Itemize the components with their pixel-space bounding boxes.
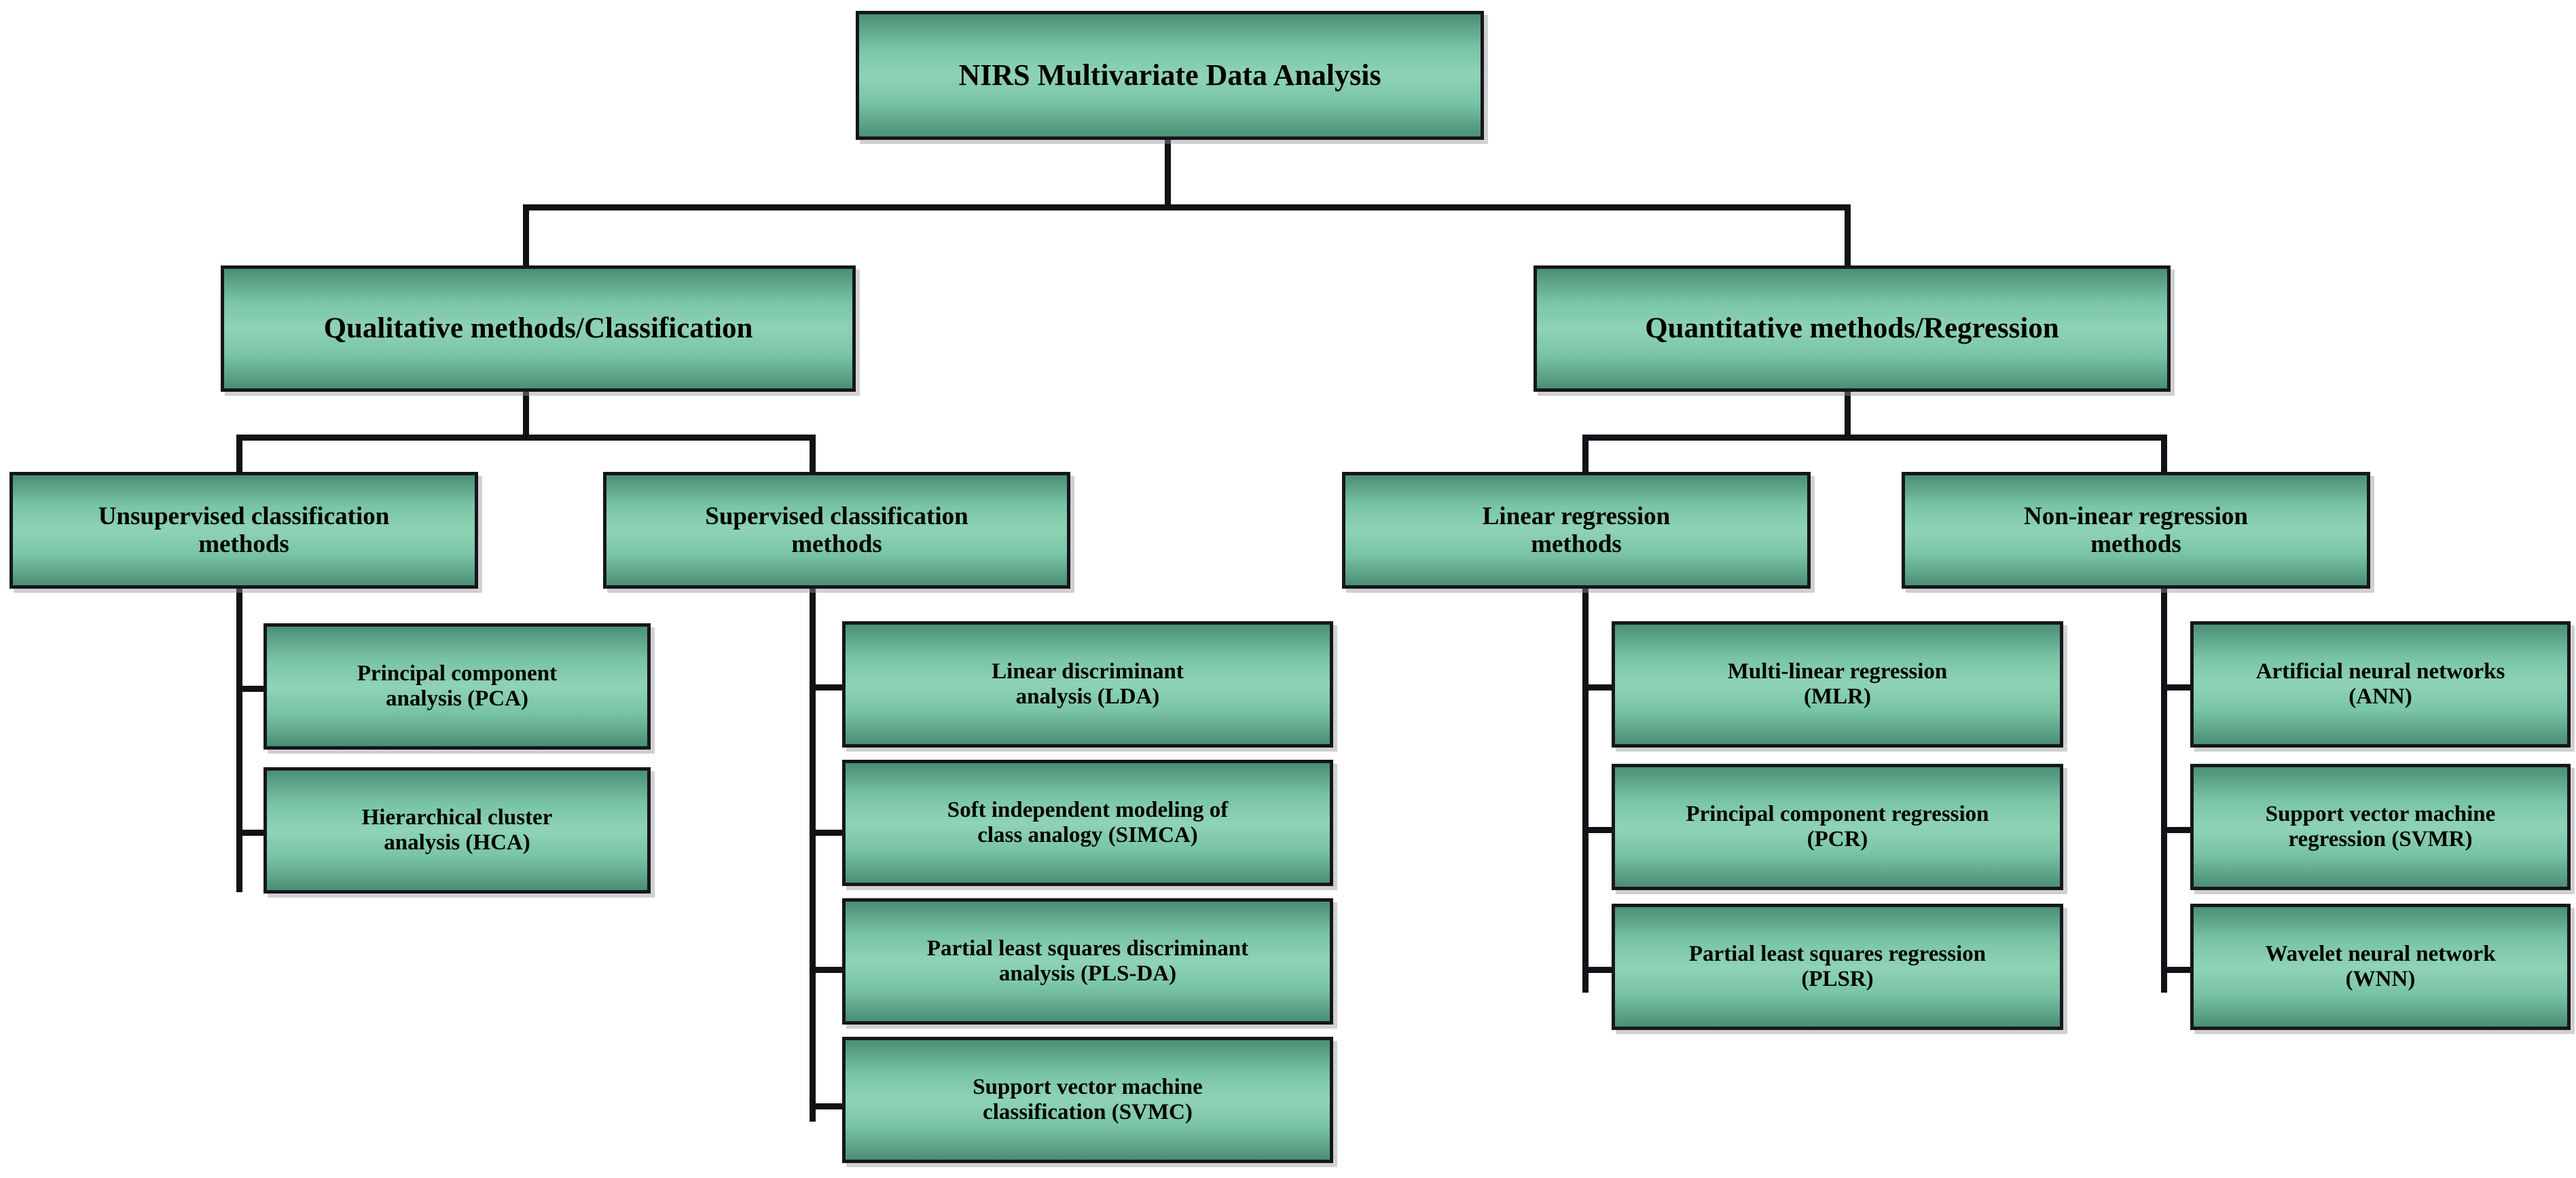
connector-sup-trunk bbox=[810, 585, 816, 1122]
connector-lin-stub-2 bbox=[1582, 827, 1613, 833]
connector-root-to-quant bbox=[1845, 204, 1851, 269]
node-supervised-line2: methods bbox=[791, 530, 882, 558]
leaf-hca-line1: Hierarchical cluster bbox=[361, 805, 553, 830]
leaf-svmr[interactable]: Support vector machine regression (SVMR) bbox=[2190, 764, 2571, 890]
leaf-hca-line2: analysis (HCA) bbox=[384, 830, 530, 855]
node-nonlinear-line2: methods bbox=[2090, 530, 2181, 558]
leaf-mlr-line2: (MLR) bbox=[1804, 684, 1871, 709]
leaf-ann-line2: (ANN) bbox=[2348, 684, 2412, 709]
leaf-lda-line2: analysis (LDA) bbox=[1015, 684, 1160, 709]
node-quantitative-methods[interactable]: Quantitative methods/Regression bbox=[1534, 265, 2171, 392]
leaf-svmc[interactable]: Support vector machine classification (S… bbox=[842, 1037, 1333, 1163]
connector-root-stem bbox=[1165, 139, 1171, 210]
node-qualitative-methods[interactable]: Qualitative methods/Classification bbox=[221, 265, 856, 392]
leaf-simca-line1: Soft independent modeling of bbox=[947, 798, 1229, 823]
connector-root-bus bbox=[523, 204, 1851, 210]
connector-qual-stem bbox=[523, 389, 529, 440]
leaf-svmc-line1: Support vector machine bbox=[973, 1075, 1203, 1100]
node-supervised-line1: Supervised classification bbox=[705, 502, 968, 530]
leaf-pcr-line1: Principal component regression bbox=[1686, 802, 1989, 827]
connector-lin-stub-3 bbox=[1582, 967, 1613, 973]
leaf-simca-line2: class analogy (SIMCA) bbox=[977, 823, 1198, 847]
connector-sup-stub-2 bbox=[810, 830, 843, 836]
leaf-lda-line1: Linear discriminant bbox=[992, 659, 1184, 684]
connector-sup-stub-4 bbox=[810, 1103, 843, 1109]
leaf-plsda-line2: analysis (PLS-DA) bbox=[998, 961, 1177, 986]
connector-qual-bus bbox=[236, 435, 816, 441]
node-unsupervised-line2: methods bbox=[198, 530, 289, 558]
connector-quant-bus bbox=[1582, 435, 2167, 441]
node-unsupervised-line1: Unsupervised classification bbox=[98, 502, 390, 530]
node-linear-regression[interactable]: Linear regression methods bbox=[1342, 472, 1811, 589]
node-supervised-classification[interactable]: Supervised classification methods bbox=[603, 472, 1070, 589]
leaf-svmr-line1: Support vector machine bbox=[2265, 802, 2496, 827]
node-root[interactable]: NIRS Multivariate Data Analysis bbox=[856, 11, 1484, 140]
connector-nlin-stub-2 bbox=[2161, 827, 2192, 833]
leaf-lda[interactable]: Linear discriminant analysis (LDA) bbox=[842, 621, 1333, 748]
connector-unsup-trunk bbox=[236, 585, 242, 892]
leaf-plsr[interactable]: Partial least squares regression (PLSR) bbox=[1612, 904, 2063, 1030]
connector-lin-trunk bbox=[1582, 585, 1589, 993]
leaf-pcr[interactable]: Principal component regression (PCR) bbox=[1612, 764, 2063, 890]
leaf-plsda-line1: Partial least squares discriminant bbox=[926, 936, 1249, 961]
leaf-wnn[interactable]: Wavelet neural network (WNN) bbox=[2190, 904, 2571, 1030]
leaf-hca[interactable]: Hierarchical cluster analysis (HCA) bbox=[264, 767, 651, 894]
node-root-label: NIRS Multivariate Data Analysis bbox=[958, 58, 1381, 92]
connector-quant-to-lin bbox=[1582, 435, 1589, 475]
connector-unsup-stub-1 bbox=[236, 686, 267, 692]
leaf-svmr-line2: regression (SVMR) bbox=[2288, 827, 2473, 851]
leaf-pca[interactable]: Principal component analysis (PCA) bbox=[264, 623, 651, 750]
connector-quant-to-nlin bbox=[2161, 435, 2167, 475]
leaf-pca-line1: Principal component bbox=[357, 661, 558, 686]
connector-qual-to-sup bbox=[810, 435, 816, 475]
connector-sup-stub-3 bbox=[810, 967, 843, 973]
leaf-plsr-line1: Partial least squares regression bbox=[1688, 942, 1987, 967]
node-quantitative-label: Quantitative methods/Regression bbox=[1645, 312, 2059, 344]
node-qualitative-label: Qualitative methods/Classification bbox=[323, 312, 753, 344]
node-unsupervised-classification[interactable]: Unsupervised classification methods bbox=[10, 472, 478, 589]
leaf-pcr-line2: (PCR) bbox=[1807, 827, 1868, 851]
connector-sup-stub-1 bbox=[810, 684, 843, 691]
leaf-svmc-line2: classification (SVMC) bbox=[983, 1100, 1193, 1124]
connector-unsup-stub-2 bbox=[236, 830, 267, 836]
leaf-plsr-line2: (PLSR) bbox=[1801, 967, 1874, 991]
connector-nlin-trunk bbox=[2161, 585, 2167, 993]
node-nonlinear-line1: Non-inear regression bbox=[2024, 502, 2248, 530]
connector-quant-stem bbox=[1845, 389, 1851, 440]
connector-root-to-qual bbox=[523, 204, 529, 269]
node-linear-line1: Linear regression bbox=[1482, 502, 1671, 530]
connector-nlin-stub-3 bbox=[2161, 967, 2192, 973]
leaf-ann-line1: Artificial neural networks bbox=[2255, 659, 2505, 684]
leaf-wnn-line2: (WNN) bbox=[2345, 967, 2416, 991]
connector-lin-stub-1 bbox=[1582, 684, 1613, 691]
leaf-simca[interactable]: Soft independent modeling of class analo… bbox=[842, 760, 1333, 886]
leaf-mlr[interactable]: Multi-linear regression (MLR) bbox=[1612, 621, 2063, 748]
leaf-plsda[interactable]: Partial least squares discriminant analy… bbox=[842, 898, 1333, 1025]
connector-nlin-stub-1 bbox=[2161, 684, 2192, 691]
leaf-wnn-line1: Wavelet neural network bbox=[2265, 942, 2496, 967]
leaf-pca-line2: analysis (PCA) bbox=[386, 686, 528, 711]
connector-qual-to-unsup bbox=[236, 435, 242, 475]
node-linear-line2: methods bbox=[1531, 530, 1622, 558]
leaf-ann[interactable]: Artificial neural networks (ANN) bbox=[2190, 621, 2571, 748]
node-nonlinear-regression[interactable]: Non-inear regression methods bbox=[1902, 472, 2370, 589]
leaf-mlr-line1: Multi-linear regression bbox=[1727, 659, 1948, 684]
